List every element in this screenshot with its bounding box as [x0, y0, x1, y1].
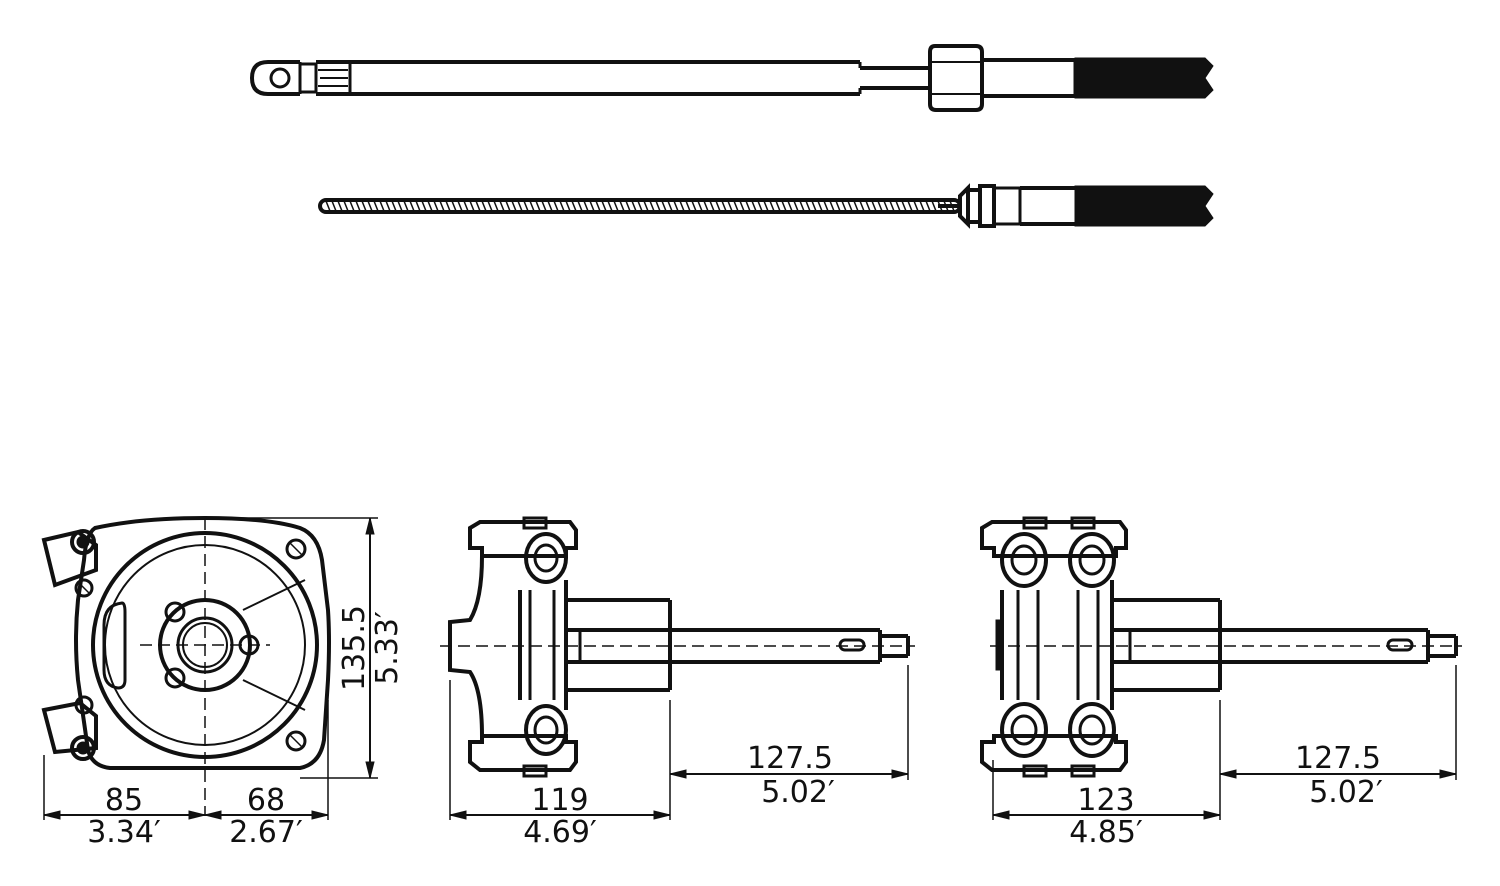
dim-side1-length-mm: 119: [531, 783, 588, 818]
dim-front-left-in: 3.34′: [87, 815, 161, 850]
dim-side2-length-in: 4.85′: [1069, 815, 1143, 850]
dim-front-left-mm: 85: [105, 783, 143, 818]
rod-end-cable: [249, 44, 1214, 112]
helical-core-cable: [318, 183, 1214, 229]
helm-front-view: [41, 515, 378, 820]
dim-front-height-in: 5.33′: [370, 611, 405, 685]
helm-side-view-1: [440, 516, 915, 820]
dim-front-right-in: 2.67′: [229, 815, 303, 850]
dim-side2-shaft-in: 5.02′: [1309, 775, 1383, 810]
dim-side1-shaft-in: 5.02′: [761, 775, 835, 810]
dim-side1-length-in: 4.69′: [523, 815, 597, 850]
dim-side2-shaft-mm: 127.5: [1295, 741, 1381, 776]
dim-front-right-mm: 68: [247, 783, 285, 818]
helm-side-view-2: [980, 516, 1462, 820]
dim-side1-shaft-mm: 127.5: [747, 741, 833, 776]
dim-front-height-mm: 135.5: [337, 605, 372, 691]
dim-side2-length-mm: 123: [1077, 783, 1134, 818]
